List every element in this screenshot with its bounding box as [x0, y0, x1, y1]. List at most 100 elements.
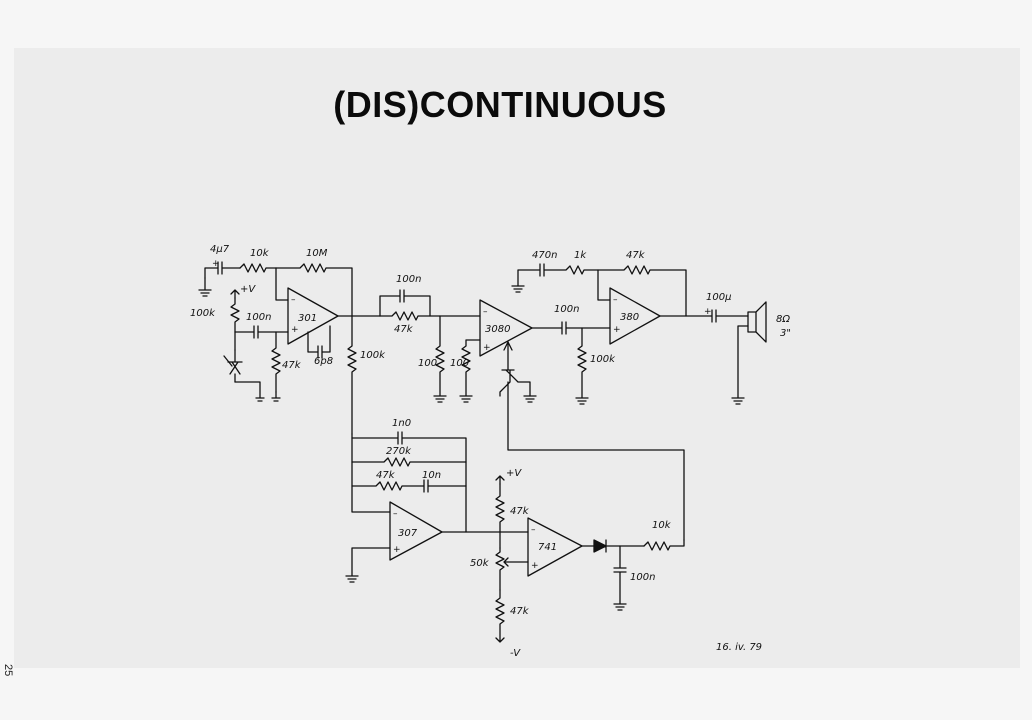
filter-vca-stage: 100n 47k 100 100 100k – + 3080	[347, 274, 685, 541]
capacitor-100n-380	[531, 321, 611, 335]
paper-sheet	[14, 48, 1020, 668]
capacitor-plus-sign: +	[212, 259, 220, 269]
resistor-47k-301-label: 47k	[282, 360, 302, 371]
ground-307	[345, 547, 391, 583]
date-annotation: 16. iv. 79	[716, 642, 762, 653]
input-stage: 4μ7 + 10k 10M – + 301 6p8 +V 100k 1	[190, 244, 353, 402]
pot-wiper	[503, 557, 529, 567]
transistor-arrow	[223, 355, 233, 367]
feedback-470n-1k-47k	[517, 263, 687, 317]
vplus-bottom-label: +V	[506, 468, 522, 479]
amp-380-label: 380	[620, 312, 639, 323]
capacitor-100u-out	[659, 309, 749, 323]
resistor-47k-741-bottom	[495, 589, 505, 643]
wire	[351, 433, 391, 513]
resistor-100k-380-label: 100k	[590, 354, 616, 365]
control-arrow	[503, 341, 513, 351]
supply-arrow	[230, 289, 240, 299]
resistor-10M-label: 10M	[306, 248, 328, 259]
opamp-plus: +	[483, 343, 491, 353]
capacitor-10n-label: 10n	[422, 470, 441, 481]
ota-3080-label: 3080	[485, 324, 510, 335]
output-stage: 100n 100k 470n 1k 47k – + 380 100μ + 8Ω …	[511, 250, 791, 405]
vminus-label: -V	[510, 648, 521, 659]
input-capacitor	[217, 261, 241, 275]
ground-symbol	[234, 381, 281, 402]
resistor-100-a	[433, 315, 447, 403]
opamp-plus: +	[531, 561, 539, 571]
speaker-impedance-label: 8Ω	[776, 314, 790, 325]
opamp-plus: +	[291, 325, 299, 335]
speaker-ground	[731, 325, 749, 405]
resistor-47k-301	[271, 331, 281, 393]
input-capacitor-label: 4μ7	[210, 244, 230, 255]
opamp-minus: –	[483, 307, 488, 317]
resistor-47k-filter	[379, 311, 481, 321]
opamp-minus: –	[613, 295, 618, 305]
capacitor-100n-out	[613, 545, 627, 611]
resistor-100k-mid	[347, 315, 357, 435]
opamp-minus: –	[291, 295, 296, 305]
ota-3080	[479, 299, 533, 357]
integrator-stage: 1n0 270k 47k 10n – + 307	[345, 418, 501, 583]
comparator-stage: +V 47k 50k 47k -V – + 741 10k 100n	[470, 468, 685, 659]
resistor-270k	[351, 457, 467, 467]
resistor-100-a-label: 100	[418, 358, 437, 369]
capacitor-100n-filter-label: 100n	[396, 274, 421, 285]
opamp-307	[389, 501, 443, 561]
resistor-270k-label: 270k	[386, 446, 412, 457]
resistor-47k-741-top-label: 47k	[510, 506, 530, 517]
ground-symbol	[511, 285, 525, 293]
resistor-47k-741-bottom-label: 47k	[510, 606, 530, 617]
diode-body	[594, 540, 606, 552]
resistor-10M-feedback	[275, 263, 353, 317]
resistor-10k-out	[643, 539, 685, 551]
supply-arrow	[495, 475, 505, 485]
opamp-741-label: 741	[538, 542, 557, 553]
speaker	[747, 301, 767, 343]
capacitor-100n-380-label: 100n	[554, 304, 579, 315]
opamp-plus: +	[613, 325, 621, 335]
wire	[204, 267, 219, 279]
opamp-minus: –	[531, 525, 536, 535]
capacitor-100n-301-label: 100n	[246, 312, 271, 323]
resistor-100-b	[459, 339, 481, 403]
control-transistor	[499, 341, 531, 397]
vplus-top-label: +V	[240, 284, 256, 295]
control-wire	[507, 381, 685, 541]
noise-transistor	[227, 349, 243, 383]
resistor-100k-mid-label: 100k	[360, 350, 386, 361]
opamp-301	[287, 287, 339, 345]
capacitor-1n0-label: 1n0	[392, 418, 411, 429]
amp-380	[609, 287, 661, 345]
capacitor-100n-filter	[379, 289, 431, 317]
resistor-100k-380	[575, 327, 589, 405]
resistor-47k-380-label: 47k	[626, 250, 646, 261]
capacitor-100n-301	[234, 325, 289, 339]
resistor-47k-741-top	[495, 483, 505, 549]
capacitor-100u-label: 100μ	[706, 292, 731, 303]
capacitor-plus-sign: +	[704, 307, 712, 317]
opamp-plus: +	[393, 545, 401, 555]
wire	[597, 269, 611, 301]
pot-50k-label: 50k	[470, 558, 490, 569]
ground-symbol	[198, 277, 212, 297]
capacitor-100n-out-label: 100n	[630, 572, 655, 583]
resistor-10k-label: 10k	[250, 248, 270, 259]
resistor-47k-capacitor-10n	[351, 479, 467, 493]
resistor-47k-filter-label: 47k	[394, 324, 414, 335]
opamp-307-label: 307	[398, 528, 418, 539]
ground-symbol	[523, 395, 537, 403]
resistor-100k-bias	[230, 297, 240, 351]
opamp-minus: –	[393, 509, 398, 519]
resistor-1k-label: 1k	[574, 250, 587, 261]
diode	[581, 539, 645, 553]
wire	[275, 267, 289, 301]
resistor-10k	[239, 263, 277, 273]
opamp-301-label: 301	[298, 313, 317, 324]
resistor-47k-307-label: 47k	[376, 470, 396, 481]
capacitor-470n-label: 470n	[532, 250, 557, 261]
opamp-741	[527, 517, 583, 577]
